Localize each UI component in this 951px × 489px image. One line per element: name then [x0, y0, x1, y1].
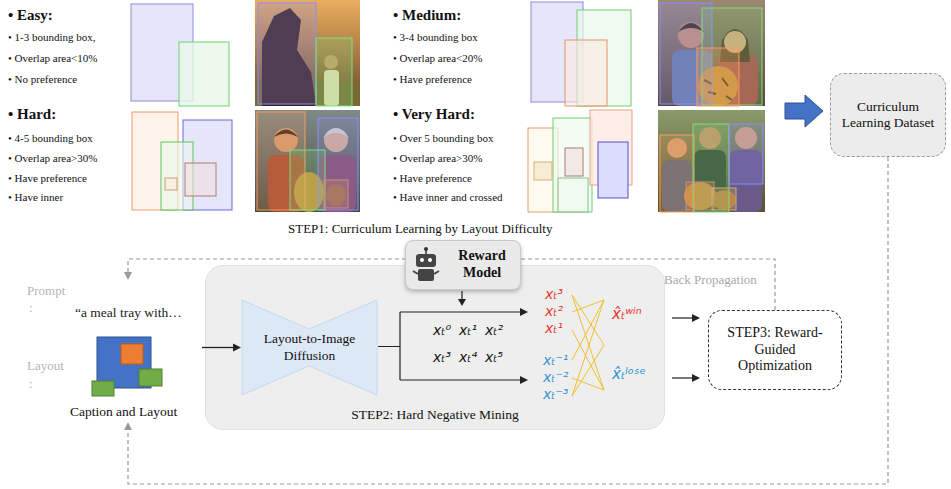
caption-layout-group: Prompt: “a meal tray with… Layout: Caption …: [20, 280, 202, 422]
bullet-text: • Have preference: [8, 172, 87, 185]
node-text: “a meal tray with…: [75, 305, 182, 321]
node-text: Prompt: [27, 283, 65, 299]
dataset-box: Curriculum Learning Dataset: [830, 73, 946, 157]
node-text: Layout: [27, 358, 64, 374]
arrow-head: [692, 314, 700, 322]
bullet-text: • Have preference: [393, 73, 472, 86]
bullet-text: • Overlap area<20%: [393, 52, 482, 65]
connector-line: [128, 157, 888, 484]
node-text: Layout-to-Image Diffusion: [250, 331, 370, 363]
node-text: Reward Model: [450, 248, 514, 282]
math-label: xₜ⁻³: [543, 386, 568, 403]
node-text: :: [29, 376, 33, 392]
medium-layout: [531, 2, 631, 106]
medium-photo: [658, 0, 765, 106]
math-label: xₜ³: [545, 286, 563, 303]
math-label: xₜ²: [485, 322, 503, 339]
node-text: Caption and Layout: [70, 404, 177, 420]
math-label: xₜ¹: [545, 320, 563, 337]
arrow-head: [124, 422, 132, 430]
node-text: STEP3: Reward-Guided Optimization: [723, 325, 827, 375]
math-label: xₜ⁵: [485, 349, 503, 366]
level-heading: • Very Hard:: [393, 105, 475, 123]
step-caption: STEP1: Curriculum Learning by Layout Dif…: [288, 221, 552, 237]
easy-photo: [255, 0, 360, 106]
bullet-text: • Have inner and crossed: [393, 191, 503, 204]
math-label: xₜ⁰: [433, 322, 451, 339]
math-label: xₜ²: [545, 303, 563, 320]
bullet-text: • Overlap area<10%: [8, 52, 97, 65]
node-text: STEP2: Hard Negative Mining: [206, 407, 664, 423]
bowtie-outline: [242, 300, 377, 395]
very-hard-layout: [528, 110, 632, 212]
math-label: x̂ₜˡᵒˢᵉ: [612, 365, 646, 383]
bullet-text: • Overlap area>30%: [393, 152, 482, 165]
bullet-text: • Have preference: [393, 172, 472, 185]
math-label: xₜ⁻¹: [543, 352, 568, 369]
math-label: xₜ¹: [459, 322, 477, 339]
hard-photo: [255, 110, 360, 212]
math-label: xₜ³: [433, 349, 451, 366]
layout-icon: [92, 337, 162, 396]
bullet-text: • Overlap area>30%: [8, 152, 97, 165]
level-heading: • Hard:: [8, 105, 56, 123]
level-heading: • Easy:: [8, 6, 53, 24]
easy-layout: [131, 4, 229, 106]
level-heading: • Medium:: [393, 6, 461, 24]
bullet-text: • No preference: [8, 73, 77, 86]
math-label: xₜ⁻²: [543, 369, 568, 386]
diffusion-block: Layout-to-Image Diffusion: [241, 299, 378, 396]
flow-arrow: [785, 95, 823, 127]
reward-model-box: Reward Model: [405, 240, 521, 290]
bullet-text: • 1-3 bounding box,: [8, 31, 96, 44]
very-hard-photo: [658, 110, 765, 212]
bullet-text: • 3-4 bounding box: [393, 31, 478, 44]
math-label: xₜ⁴: [459, 349, 477, 366]
node-text: :: [29, 300, 33, 316]
output-arrow: [672, 377, 693, 378]
connector: [124, 157, 888, 484]
bullet-text: • Over 5 bounding box: [393, 132, 493, 145]
node-text: Curriculum Learning Dataset: [836, 99, 940, 131]
bullet-text: • 4-5 bounding box: [8, 132, 93, 145]
math-label: x̂ₜʷⁱⁿ: [612, 305, 642, 323]
step3-box: STEP3: Reward-Guided Optimization: [708, 310, 842, 390]
arrow-head: [692, 374, 700, 382]
arrow-head: [124, 272, 132, 280]
edge-label: Back Propagation: [664, 272, 757, 288]
output-arrow: [672, 317, 693, 318]
hard-layout: [132, 112, 232, 210]
bullet-text: • Have inner: [8, 191, 63, 204]
